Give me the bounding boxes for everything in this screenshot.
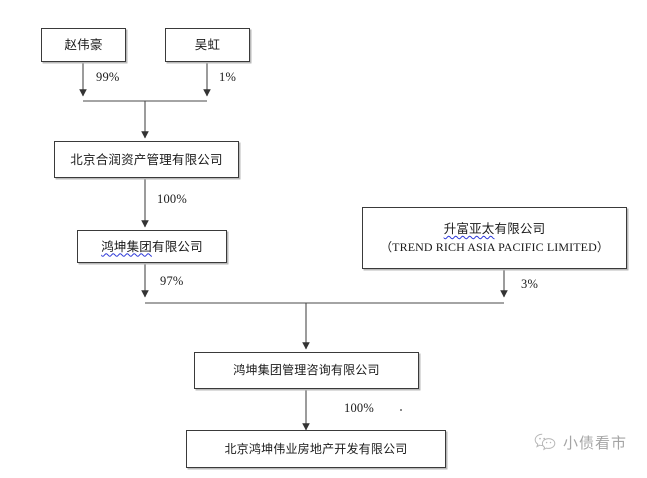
scan-artifact-speck: [400, 409, 402, 411]
watermark: 小债看市: [534, 432, 627, 453]
edge-label-herun-to-hongkun: 100%: [157, 192, 187, 206]
node-beijing-hongkun-weiye-real-estate[interactable]: 北京鸿坤伟业房地产开发有限公司: [186, 430, 446, 468]
node-label-rest: 有限公司: [494, 220, 546, 236]
node-label-rest: 有限公司: [152, 238, 203, 254]
edge-label-hongkun-to-consulting: 97%: [160, 274, 184, 288]
edge-label-trendrich-to-consulting: 3%: [521, 277, 539, 291]
edge-label-consulting-to-weiye: 100%: [344, 401, 374, 415]
node-label: 鸿坤集团有限公司: [101, 239, 203, 255]
node-beijing-herun-asset-management[interactable]: 北京合润资产管理有限公司: [54, 141, 239, 178]
node-label: 北京鸿坤伟业房地产开发有限公司: [224, 441, 408, 456]
node-zhao-weihao[interactable]: 赵伟豪: [41, 28, 126, 62]
node-wu-hong[interactable]: 吴虹: [165, 28, 250, 62]
wechat-logo-icon: [534, 433, 556, 451]
edge-label-wu-to-herun: 1%: [219, 70, 237, 84]
edge-label-zhao-to-herun: 99%: [96, 70, 120, 84]
node-label: 鸿坤集团管理咨询有限公司: [233, 363, 380, 377]
node-hongkun-group-management-consulting[interactable]: 鸿坤集团管理咨询有限公司: [194, 352, 419, 389]
node-label: 吴虹: [194, 37, 221, 53]
node-label-english: （TREND RICH ASIA PACIFIC LIMITED）: [380, 239, 609, 254]
node-trend-rich-asia-pacific[interactable]: 升富亚太有限公司 （TREND RICH ASIA PACIFIC LIMITE…: [362, 207, 627, 269]
node-label: 赵伟豪: [64, 37, 103, 53]
spellcheck-underlined-text: 升富亚太: [443, 220, 495, 236]
node-hongkun-group[interactable]: 鸿坤集团有限公司: [77, 230, 227, 263]
node-label: 北京合润资产管理有限公司: [70, 151, 223, 167]
node-label: 升富亚太有限公司: [444, 221, 546, 237]
spellcheck-underlined-text: 鸿坤集团: [101, 238, 152, 254]
watermark-text: 小债看市: [563, 434, 628, 452]
